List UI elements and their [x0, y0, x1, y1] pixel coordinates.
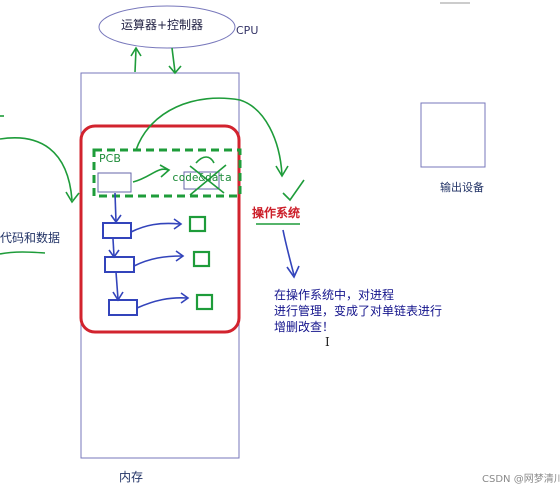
list-node-2: [104, 256, 135, 273]
green-curves: [132, 97, 305, 225]
note-line-1: 在操作系统中，对进程: [274, 288, 395, 302]
linked-list-arrows: [108, 192, 300, 309]
note-line-3: 增删改查！: [274, 320, 335, 334]
output-device-label: 输出设备: [440, 181, 484, 194]
pcb-box: [97, 172, 132, 193]
annotation-note: 在操作系统中，对进程 进行管理，变成了对单链表进行 增删改查！: [274, 287, 442, 335]
data-block-2: [192, 250, 211, 268]
pcb-dashed-region: [92, 148, 242, 198]
left-green-strokes: [0, 115, 80, 255]
watermark: CSDN @网梦清川: [482, 474, 560, 485]
cpu-ellipse-label: 运算器+控制器: [121, 18, 204, 32]
cpu-ellipse: [98, 5, 236, 49]
output-device-box: [420, 102, 486, 168]
cpu-memory-arrows: [130, 46, 182, 75]
text-cursor: I: [325, 335, 330, 349]
data-blocks: [188, 215, 214, 311]
data-block-1: [188, 215, 207, 233]
os-label: 操作系统: [252, 206, 301, 220]
memory-label: 内存: [119, 470, 144, 484]
cpu-label: CPU: [236, 24, 259, 37]
data-block-3: [195, 293, 214, 311]
list-node-3: [108, 299, 138, 316]
code-data-box: [183, 171, 220, 190]
os-region: [79, 124, 241, 334]
linked-list: [102, 222, 138, 316]
list-node-1: [102, 222, 132, 239]
left-fragment-label: 代码和数据: [0, 231, 61, 245]
note-line-2: 进行管理，变成了对单链表进行: [274, 304, 443, 318]
pcb-label: PCB: [99, 152, 121, 165]
code-data-label: code&data: [172, 171, 232, 184]
